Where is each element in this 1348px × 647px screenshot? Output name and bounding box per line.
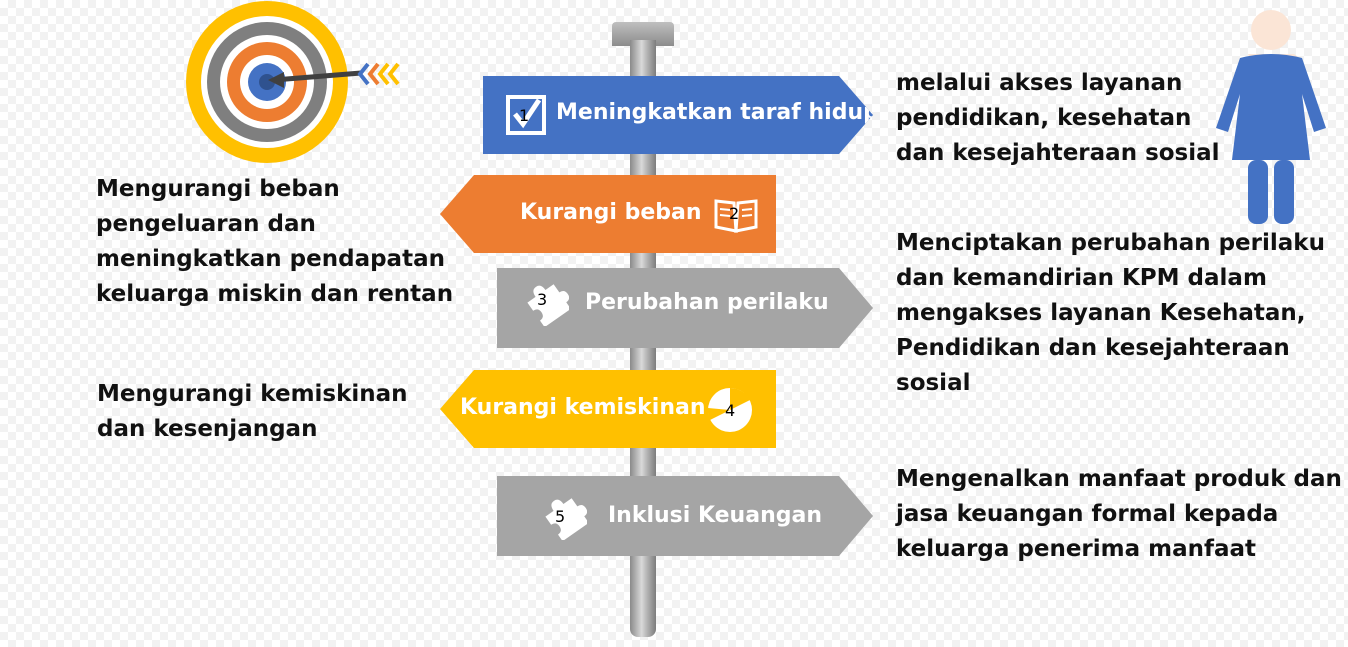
description-2: Mengurangi beban pengeluaran dan meningk… (96, 176, 454, 307)
target-arrow-icon (186, 1, 400, 163)
sign-label: Kurangi beban (520, 200, 702, 225)
sign-number: 3 (537, 290, 548, 309)
puzzle-icon (541, 494, 587, 540)
sign-number: 1 (519, 106, 530, 125)
sign-kurangi-kemiskinan: Kurangi kemiskinan 4 (440, 370, 776, 448)
pie-icon (707, 387, 752, 432)
checkbox-icon (505, 94, 547, 136)
sign-label: Inklusi Keuangan (608, 503, 822, 528)
sign-meningkatkan-taraf-hidup: 1 Meningkatkan taraf hidup (483, 76, 873, 154)
woman-icon (1216, 10, 1326, 224)
puzzle-icon (523, 280, 569, 326)
description-4: Mengurangi kemiskinan dan kesenjangan (97, 381, 408, 442)
sign-number: 4 (725, 401, 736, 420)
description-1: melalui akses layanan pendidikan, keseha… (896, 70, 1220, 166)
sign-perubahan-perilaku: 3 Perubahan perilaku (497, 268, 873, 348)
description-3: Menciptakan perubahan perilaku dan keman… (896, 230, 1325, 396)
sign-label: Kurangi kemiskinan (460, 395, 706, 420)
sign-number: 5 (555, 507, 566, 526)
sign-kurangi-beban: Kurangi beban 2 (440, 175, 776, 253)
book-icon (714, 199, 758, 233)
sign-label: Meningkatkan taraf hidup (556, 100, 879, 125)
sign-inklusi-keuangan: 5 Inklusi Keuangan (497, 476, 873, 556)
description-5: Mengenalkan manfaat produk dan jasa keua… (896, 466, 1342, 562)
sign-number: 2 (729, 204, 740, 223)
sign-label: Perubahan perilaku (585, 290, 829, 315)
